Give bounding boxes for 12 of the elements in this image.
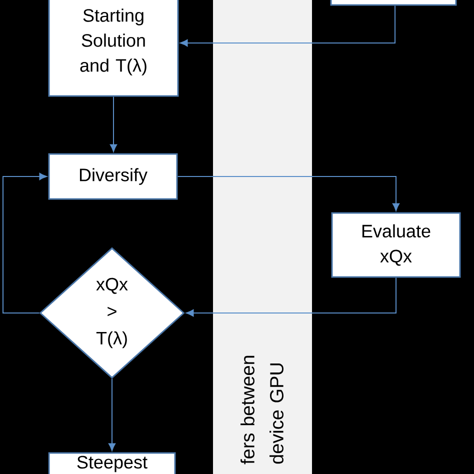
arrow — [110, 96, 118, 152]
process-box: Diversify — [48, 153, 178, 200]
arrow — [177, 176, 400, 211]
arrow — [180, 5, 396, 47]
arrow — [108, 378, 116, 451]
lane-label: fers between device GPU — [240, 356, 284, 464]
process-box: Starting Solution and T(λ) — [48, 0, 179, 97]
process-box: Evaluate xQx — [331, 212, 461, 278]
top-box — [330, 0, 457, 6]
arrow — [2, 172, 47, 314]
arrow — [186, 277, 396, 317]
process-box: Steepest — [48, 452, 176, 474]
